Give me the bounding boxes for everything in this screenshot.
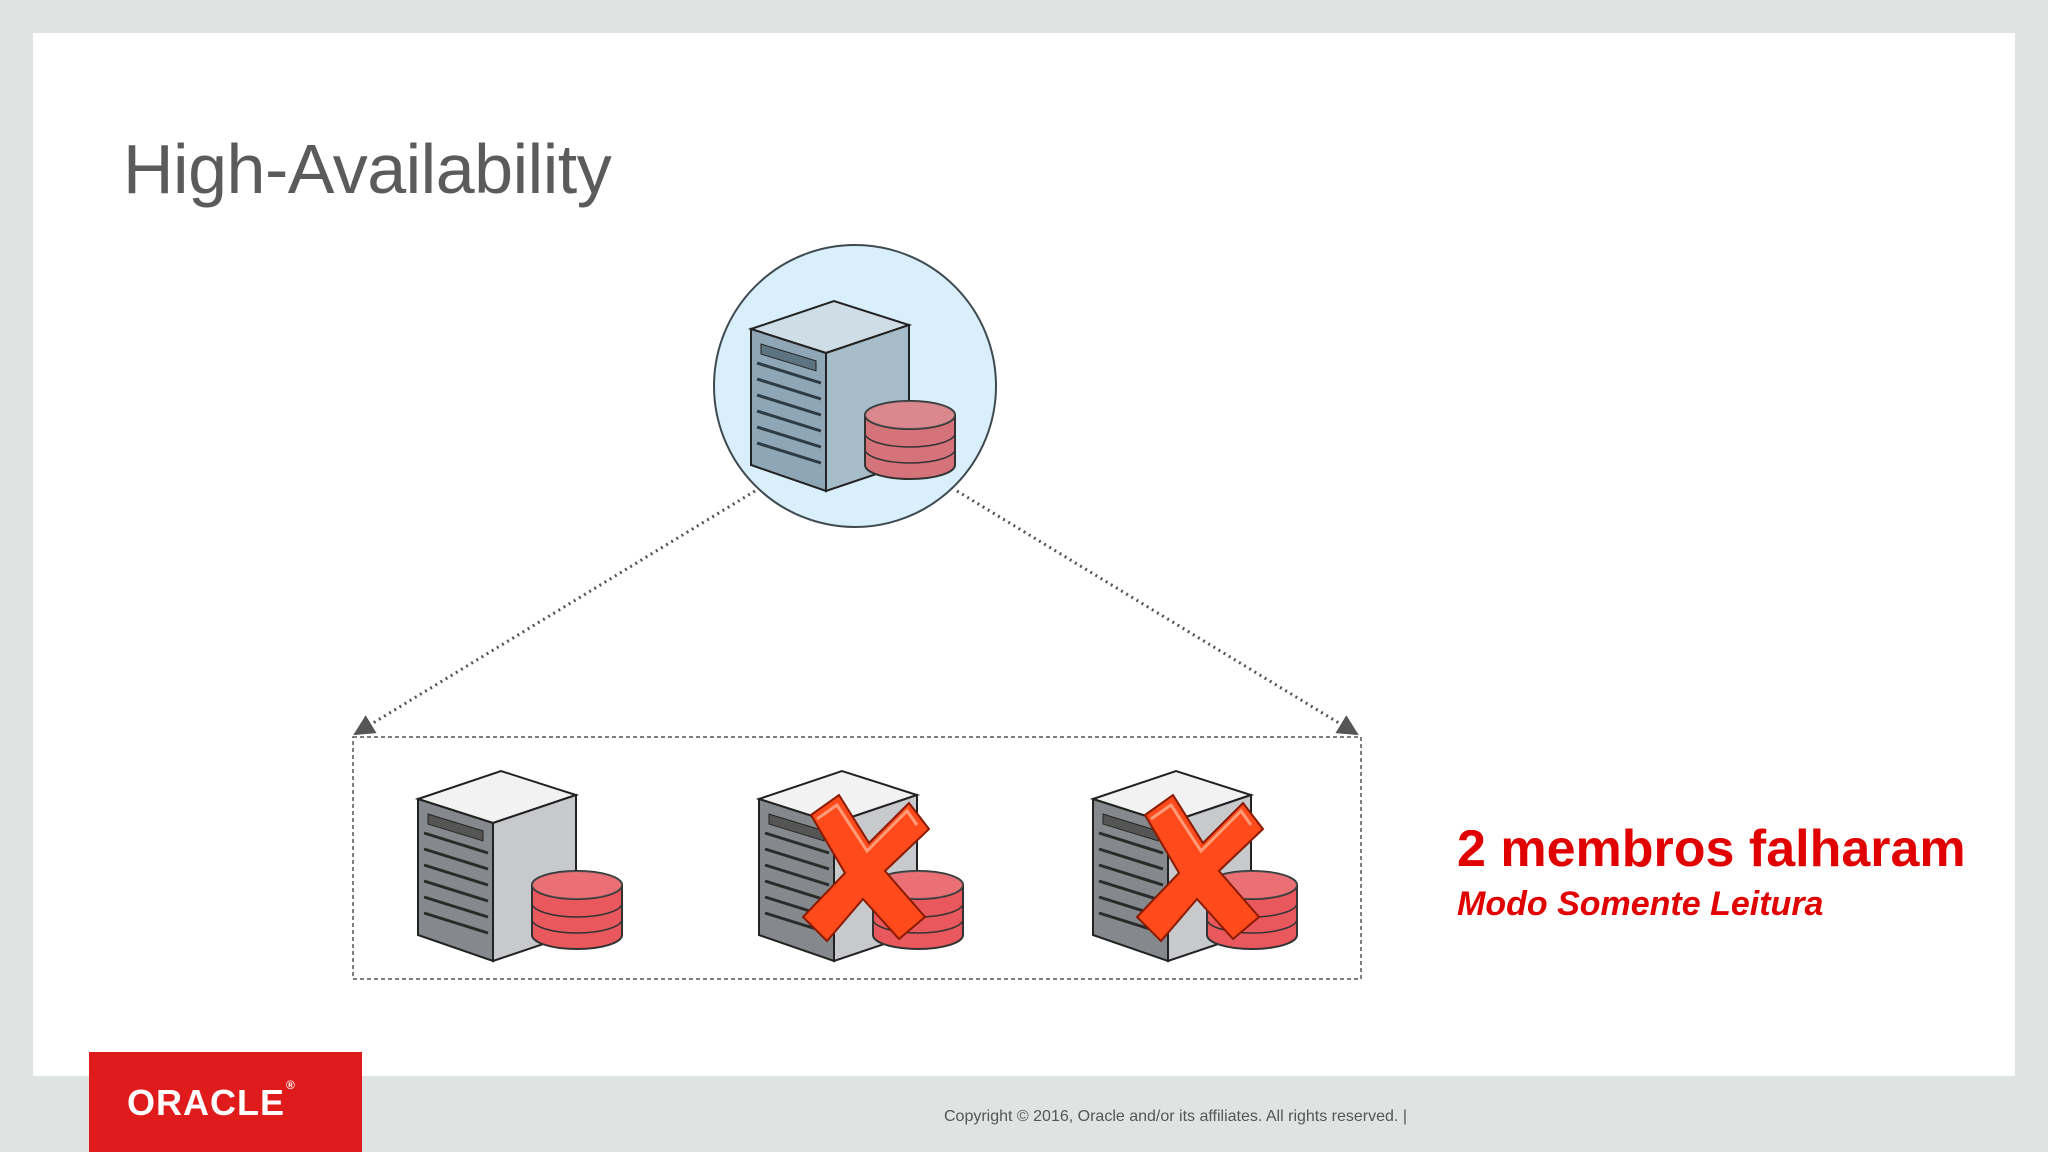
oracle-logo-text: ORACLE bbox=[127, 1082, 285, 1123]
member-server-1 bbox=[416, 769, 623, 963]
status-subtitle: Modo Somente Leitura bbox=[1457, 885, 1824, 923]
copyright-text: Copyright © 2016, Oracle and/or its affi… bbox=[944, 1108, 1407, 1125]
primary-node bbox=[713, 244, 997, 528]
connector-right bbox=[956, 489, 1359, 736]
primary-database-icon bbox=[864, 400, 956, 480]
replication-diagram bbox=[352, 244, 1362, 980]
member-server-2 bbox=[757, 769, 964, 963]
member-server-3 bbox=[1091, 769, 1298, 963]
failure-status: 2 membros falharam Modo Somente Leitura bbox=[1457, 819, 1966, 924]
status-title: 2 membros falharam bbox=[1457, 820, 1966, 878]
connector-left bbox=[353, 489, 756, 736]
database-icon bbox=[531, 870, 623, 950]
slide-title: High-Availability bbox=[123, 130, 612, 208]
oracle-logo: ORACLE® bbox=[89, 1052, 362, 1152]
members-group-box bbox=[352, 736, 1362, 980]
slide: High-Availability bbox=[33, 33, 2015, 1076]
